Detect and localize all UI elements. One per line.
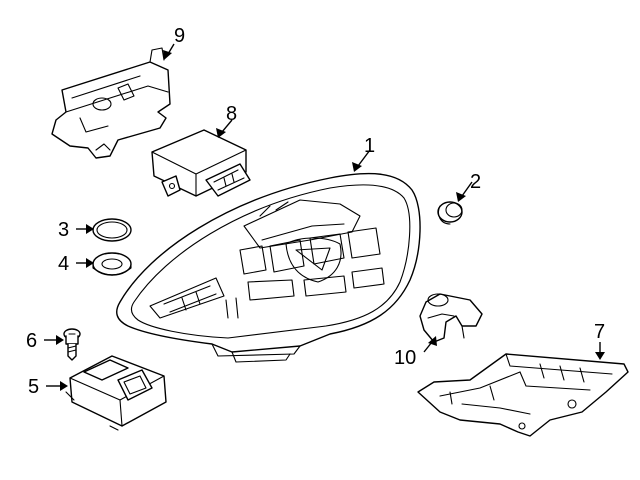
part-4-seal: [92, 252, 132, 276]
part-2-bulb-cap: [437, 201, 463, 225]
part-9-bracket: [51, 47, 171, 159]
callout-2: 2: [470, 171, 481, 193]
callout-3: 3: [58, 219, 69, 241]
part-5-driver-module: [65, 355, 167, 431]
callout-6: 6: [26, 330, 37, 352]
part-3-gasket: [92, 218, 132, 242]
callout-9: 9: [174, 25, 185, 47]
part-8-control-module: [151, 129, 251, 197]
part-6-screw: [63, 328, 81, 361]
callout-1: 1: [364, 135, 375, 157]
part-1-headlamp: [116, 172, 421, 363]
callout-8: 8: [226, 103, 237, 125]
part-7-lower-housing: [417, 353, 629, 437]
callout-5: 5: [28, 376, 39, 398]
part-10-sensor-bracket: [419, 293, 483, 343]
callout-labels: 1 2 3 4 5 6 7 8 9 10: [26, 25, 605, 398]
callout-7: 7: [594, 321, 605, 343]
callout-4: 4: [58, 253, 69, 275]
callout-10: 10: [394, 347, 416, 369]
leader-lines: [44, 43, 605, 391]
